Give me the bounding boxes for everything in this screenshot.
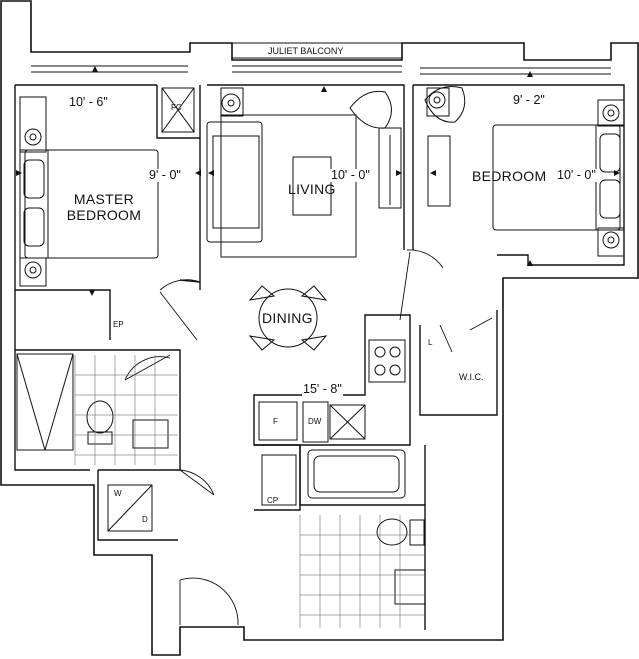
bedroom-bed bbox=[492, 124, 621, 231]
cp-tag: CP bbox=[267, 496, 279, 505]
bathroom-tiles bbox=[74, 355, 424, 628]
sofa bbox=[206, 121, 263, 243]
ep-tag: EP bbox=[113, 320, 124, 329]
f-tag: F bbox=[273, 417, 278, 426]
l-tag: L bbox=[428, 338, 433, 347]
interior-walls bbox=[14, 84, 625, 630]
dw-tag: DW bbox=[308, 417, 322, 426]
master-bedroom-label: MASTER BEDROOM bbox=[64, 192, 144, 222]
bathtub bbox=[307, 449, 406, 499]
wic-label: W.I.C. bbox=[459, 372, 484, 382]
master-width-dimension: 10' - 6" bbox=[68, 95, 109, 109]
tv-console bbox=[378, 127, 402, 209]
kitchen-length-dimension: 15' - 8" bbox=[302, 382, 343, 396]
kitchen-sink bbox=[329, 404, 366, 440]
fridge-closet-fc bbox=[161, 87, 195, 133]
dining-label: DINING bbox=[262, 310, 313, 326]
bedroom-depth-dimension: 10' - 0" bbox=[556, 168, 597, 182]
d-tag: D bbox=[142, 515, 148, 524]
washer-dryer bbox=[107, 484, 153, 532]
coffee-table bbox=[292, 156, 332, 216]
master-bedroom-label-line2: BEDROOM bbox=[66, 207, 142, 223]
dining-table bbox=[258, 288, 318, 348]
living-label: LIVING bbox=[288, 181, 336, 197]
master-depth-dimension: 9' - 0" bbox=[148, 168, 182, 182]
fixtures bbox=[16, 86, 625, 605]
master-bed bbox=[24, 149, 159, 259]
master-bedroom-label-line1: MASTER bbox=[73, 191, 135, 207]
juliet-balcony-label: JULIET BALCONY bbox=[268, 46, 344, 56]
shower bbox=[16, 353, 74, 451]
bedroom-width-dimension: 9' - 2" bbox=[512, 93, 546, 107]
living-rug bbox=[220, 114, 357, 258]
doors bbox=[124, 249, 493, 626]
fc-tag: FC bbox=[171, 103, 182, 112]
windows bbox=[31, 42, 611, 75]
living-depth-dimension: 10' - 0" bbox=[330, 168, 371, 182]
bedroom-label: BEDROOM bbox=[472, 168, 547, 184]
cooktop bbox=[368, 339, 406, 383]
w-tag: W bbox=[114, 489, 122, 498]
